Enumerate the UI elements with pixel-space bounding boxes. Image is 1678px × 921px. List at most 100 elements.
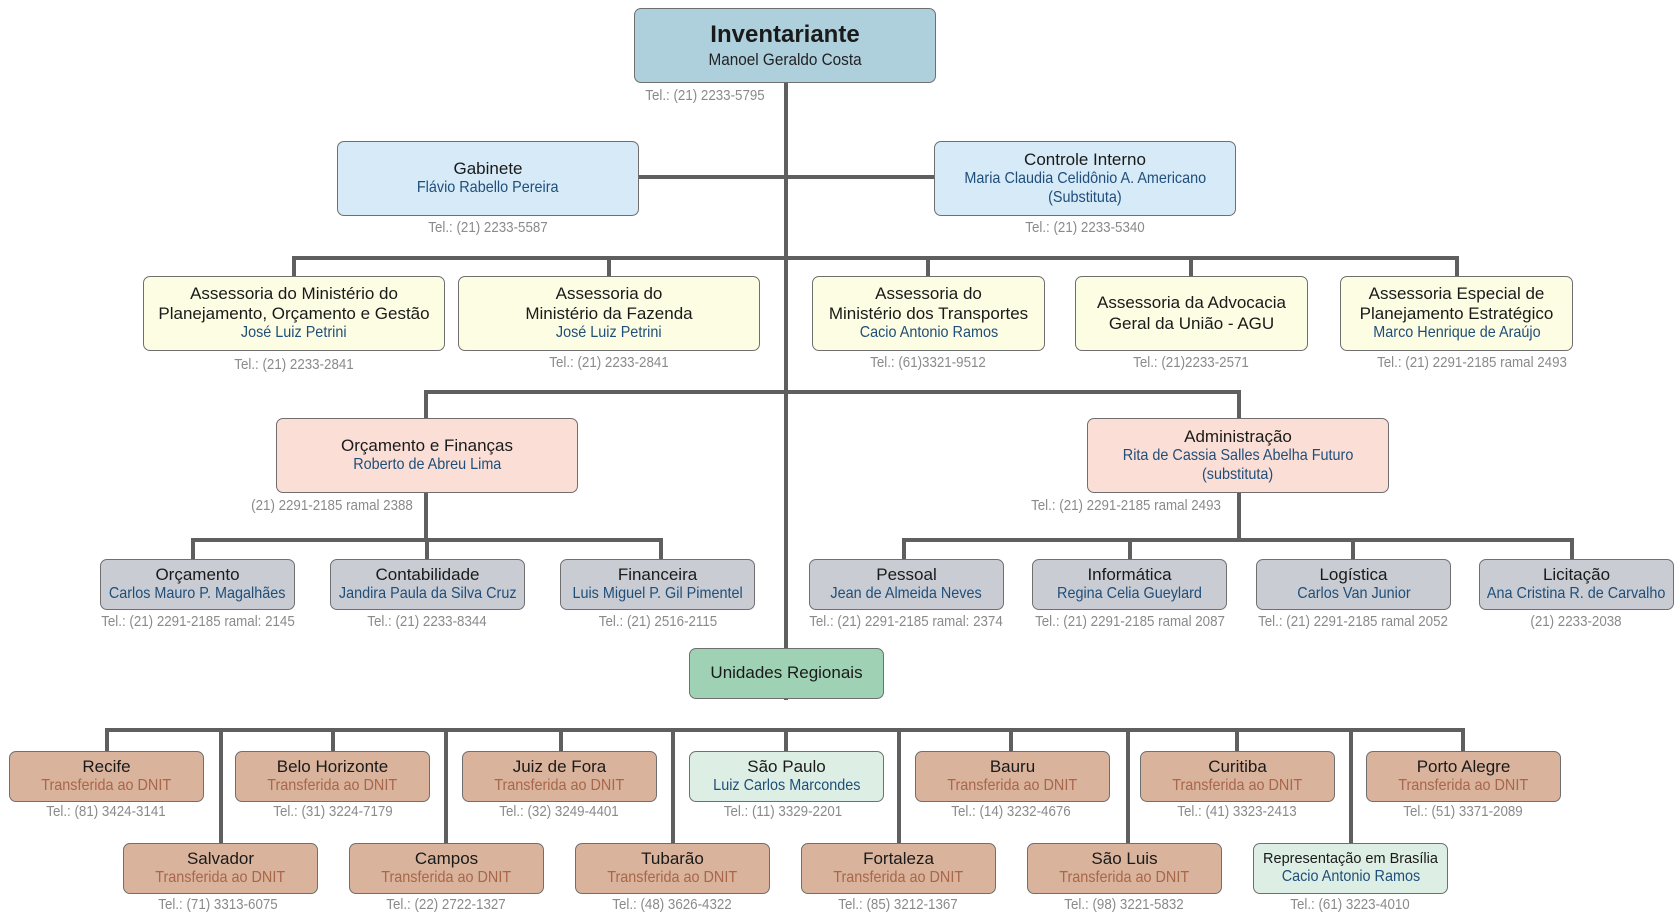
unit-tel: Tel.: (21) 2516-2115 — [598, 614, 718, 630]
regional-title: Fortaleza — [863, 849, 934, 869]
controle-interno-name-note: (Substituta) — [1048, 188, 1122, 206]
regional-title: São Paulo — [747, 757, 826, 777]
administracao-box: Administração Rita de Cassia Salles Abel… — [1087, 418, 1389, 493]
regional-recife-box: Recife Transferida ao DNIT — [9, 751, 204, 802]
unit-tel: Tel.: (21) 2291-2185 ramal: 2145 — [101, 614, 295, 630]
inventariante-tel: Tel.: (21) 2233-5795 — [645, 88, 765, 104]
unit-name: Ana Cristina R. de Carvalho — [1487, 585, 1666, 603]
gabinete-title: Gabinete — [453, 159, 523, 179]
regional-status: Transferida ao DNIT — [267, 777, 398, 795]
regional-status: Transferida ao DNIT — [155, 869, 286, 887]
regional-status: Transferida ao DNIT — [494, 777, 625, 795]
gabinete-box: Gabinete Flávio Rabello Pereira — [337, 141, 639, 216]
regional-tel: Tel.: (11) 3329-2201 — [723, 804, 843, 820]
assessoria-title-line1: Assessoria do Ministério do — [190, 284, 398, 304]
orcamento-financas-box: Orçamento e Finanças Roberto de Abreu Li… — [276, 418, 578, 493]
regional-title: Bauru — [989, 757, 1036, 777]
unit-title: Financeira — [617, 565, 698, 585]
assessoria-transportes-box: Assessoria do Ministério dos Transportes… — [812, 276, 1045, 351]
assessoria-title-line2: Planejamento Estratégico — [1359, 304, 1554, 324]
regional-campos-box: Campos Transferida ao DNIT — [349, 843, 544, 894]
unit-title: Licitação — [1542, 565, 1611, 585]
assessoria-title-line2: Ministério da Fazenda — [525, 304, 693, 324]
unit-pessoal-box: Pessoal Jean de Almeida Neves — [809, 559, 1004, 610]
regional-tel: Tel.: (22) 2722-1327 — [386, 897, 506, 913]
regional-title: Recife — [82, 757, 131, 777]
orcamento-financas-title: Orçamento e Finanças — [341, 436, 513, 456]
unit-tel: Tel.: (21) 2291-2185 ramal 2087 — [1035, 614, 1225, 630]
controle-interno-title: Controle Interno — [1024, 149, 1146, 169]
assessoria-title-line2: Geral da União - AGU — [1108, 313, 1275, 333]
regional-porto-alegre-box: Porto Alegre Transferida ao DNIT — [1366, 751, 1561, 802]
assessoria-title-line1: Assessoria do — [875, 284, 982, 304]
regional-curitiba-box: Curitiba Transferida ao DNIT — [1140, 751, 1335, 802]
regional-brasilia-box: Representação em Brasília Cacio Antonio … — [1253, 843, 1448, 894]
regional-tel: Tel.: (48) 3626-4322 — [612, 897, 732, 913]
regional-title: Belo Horizonte — [276, 757, 389, 777]
assessoria-name: Marco Henrique de Araújo — [1372, 324, 1541, 342]
assessoria-name: José Luiz Petrini — [556, 324, 662, 342]
unit-name: Carlos Van Junior — [1296, 585, 1411, 603]
controle-interno-name: Maria Claudia Celidônio A. Americano — [964, 169, 1206, 187]
assessoria-name: José Luiz Petrini — [241, 324, 347, 342]
inventariante-title: Inventariante — [710, 21, 860, 49]
assessoria-tel: Tel.: (21) 2291-2185 ramal 2493 — [1377, 355, 1567, 371]
regional-status: Transferida ao DNIT — [381, 869, 512, 887]
gabinete-tel: Tel.: (21) 2233-5587 — [428, 220, 548, 236]
assessoria-tel: Tel.: (21)2233-2571 — [1133, 355, 1249, 371]
administracao-tel: Tel.: (21) 2291-2185 ramal 2493 — [1031, 498, 1221, 514]
regional-tel: Tel.: (32) 3249-4401 — [499, 804, 619, 820]
regional-tel: Tel.: (81) 3424-3141 — [46, 804, 166, 820]
unit-licitacao-box: Licitação Ana Cristina R. de Carvalho — [1479, 559, 1674, 610]
unit-orcamento-box: Orçamento Carlos Mauro P. Magalhães — [100, 559, 295, 610]
regional-status: Transferida ao DNIT — [1172, 777, 1303, 795]
controle-interno-tel: Tel.: (21) 2233-5340 — [1025, 220, 1145, 236]
unidades-regionais-title: Unidades Regionais — [710, 663, 863, 683]
unit-title: Contabilidade — [375, 565, 480, 585]
unit-logistica-box: Logística Carlos Van Junior — [1256, 559, 1451, 610]
unit-title: Pessoal — [876, 565, 937, 585]
regional-tel: Tel.: (98) 3221-5832 — [1064, 897, 1184, 913]
regional-title: Porto Alegre — [1416, 757, 1511, 777]
regional-tel: Tel.: (51) 3371-2089 — [1403, 804, 1523, 820]
assessoria-title-line1: Assessoria da Advocacia — [1097, 293, 1286, 313]
regional-tel: Tel.: (14) 3232-4676 — [951, 804, 1071, 820]
unit-tel: (21) 2233-2038 — [1530, 614, 1622, 630]
regional-status: Transferida ao DNIT — [947, 777, 1078, 795]
unit-financeira-box: Financeira Luis Miguel P. Gil Pimentel — [560, 559, 755, 610]
unidades-regionais-box: Unidades Regionais — [689, 648, 884, 699]
regional-title: Juiz de Fora — [512, 757, 607, 777]
regional-fortaleza-box: Fortaleza Transferida ao DNIT — [801, 843, 996, 894]
unit-name: Jandira Paula da Silva Cruz — [338, 585, 517, 603]
unit-tel: Tel.: (21) 2233-8344 — [367, 614, 487, 630]
assessoria-agu-box: Assessoria da Advocacia Geral da União -… — [1075, 276, 1308, 351]
unit-tel: Tel.: (21) 2291-2185 ramal: 2374 — [809, 614, 1003, 630]
regional-title: São Luis — [1091, 849, 1158, 869]
regional-sao-paulo-box: São Paulo Luiz Carlos Marcondes — [689, 751, 884, 802]
assessoria-tel: Tel.: (21) 2233-2841 — [549, 355, 669, 371]
orcamento-financas-name: Roberto de Abreu Lima — [352, 456, 502, 474]
regional-title: Salvador — [186, 849, 255, 869]
regional-tel: Tel.: (41) 3323-2413 — [1177, 804, 1297, 820]
regional-title: Campos — [414, 849, 479, 869]
controle-interno-box: Controle Interno Maria Claudia Celidônio… — [934, 141, 1236, 216]
assessoria-title-line2: Ministério dos Transportes — [828, 304, 1029, 324]
regional-bauru-box: Bauru Transferida ao DNIT — [915, 751, 1110, 802]
regional-tel: Tel.: (61) 3223-4010 — [1290, 897, 1410, 913]
regional-juiz-de-fora-box: Juiz de Fora Transferida ao DNIT — [462, 751, 657, 802]
assessoria-tel: Tel.: (61)3321-9512 — [870, 355, 986, 371]
unit-informatica-box: Informática Regina Celia Gueylard — [1032, 559, 1227, 610]
regional-status: Transferida ao DNIT — [1059, 869, 1190, 887]
regional-status: Transferida ao DNIT — [1398, 777, 1529, 795]
regional-title: Tubarão — [641, 849, 704, 869]
assessoria-tel: Tel.: (21) 2233-2841 — [234, 357, 354, 373]
regional-tel: Tel.: (85) 3212-1367 — [838, 897, 958, 913]
unit-title: Informática — [1087, 565, 1172, 585]
administracao-name-note: (substituta) — [1202, 465, 1274, 483]
regional-status: Transferida ao DNIT — [41, 777, 172, 795]
regional-salvador-box: Salvador Transferida ao DNIT — [123, 843, 318, 894]
assessoria-title-line2: Planejamento, Orçamento e Gestão — [158, 304, 430, 324]
regional-status: Transferida ao DNIT — [833, 869, 964, 887]
